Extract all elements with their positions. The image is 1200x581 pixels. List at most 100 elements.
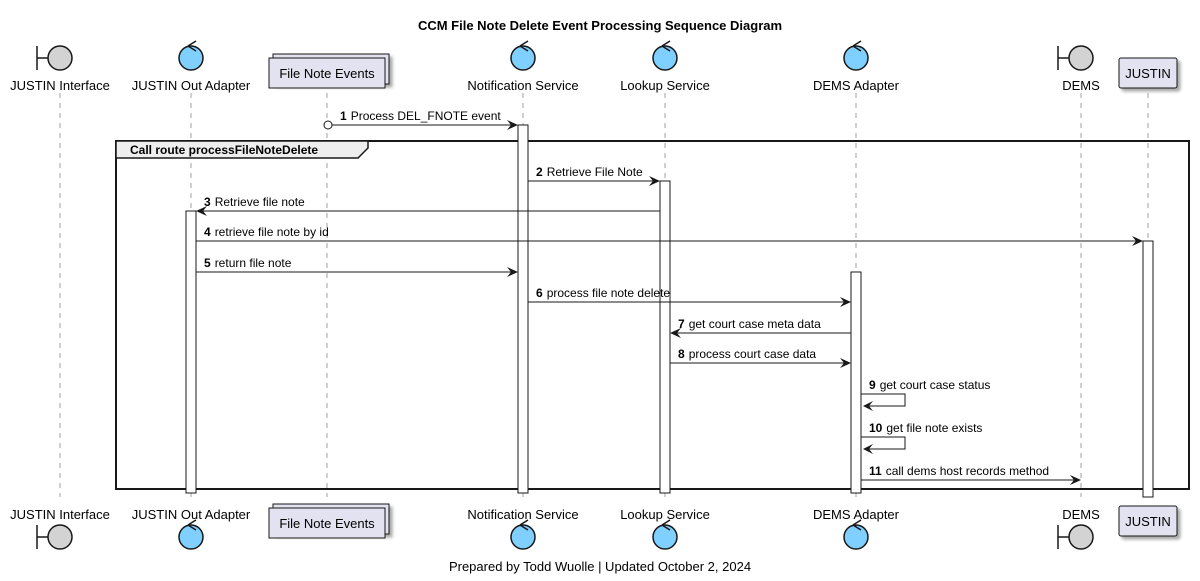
arrowhead: [649, 176, 660, 186]
participant-label: JUSTIN Out Adapter: [132, 78, 251, 93]
participant-lookup_service-top: Lookup Service: [620, 40, 710, 93]
participant-dems_adapter-top: DEMS Adapter: [813, 40, 900, 93]
found-message-circle: [323, 120, 333, 130]
group-frame: Call route processFileNoteDelete: [115, 140, 1190, 490]
participants-top: JUSTIN Interface JUSTIN Out Adapter File N…: [10, 40, 1178, 93]
message-arrow: [861, 393, 906, 407]
participant-label: Lookup Service: [620, 78, 710, 93]
arrowhead: [507, 120, 518, 130]
activation-notification_service: [517, 124, 529, 494]
participant-justin_out_adapter-top: JUSTIN Out Adapter: [132, 40, 251, 93]
participant-label: JUSTIN Out Adapter: [132, 507, 251, 522]
control-arrow-icon: [852, 40, 862, 52]
control-arrow-icon: [187, 519, 197, 531]
boundary-icon: [1068, 524, 1094, 550]
participant-notification_service-bottom: Notification Service: [467, 507, 579, 550]
boundary-icon: [47, 45, 73, 71]
arrowhead: [863, 444, 873, 454]
diagram-title: CCM File Note Delete Event Processing Se…: [418, 18, 782, 33]
arrowhead: [1070, 475, 1081, 485]
arrowhead: [840, 297, 851, 307]
participant-label: DEMS: [1062, 507, 1100, 522]
arrowhead: [863, 401, 873, 411]
participant-dems-bottom: DEMS: [1057, 507, 1100, 550]
arrowhead: [1132, 236, 1143, 246]
participant-label: JUSTIN: [1125, 66, 1171, 81]
participant-label: DEMS: [1062, 78, 1100, 93]
control-icon: [178, 45, 204, 71]
control-arrow-icon: [519, 519, 529, 531]
participant-box: [1118, 57, 1178, 89]
control-icon: [843, 45, 869, 71]
participant-label: File Note Events: [279, 516, 375, 531]
arrowhead: [840, 358, 851, 368]
participant-justin_interface-bottom: JUSTIN Interface: [10, 507, 110, 550]
participant-lookup_service-bottom: Lookup Service: [620, 507, 710, 550]
participant-justin_out_adapter-bottom: JUSTIN Out Adapter: [132, 507, 251, 550]
participant-box: [1118, 505, 1178, 537]
participant-label: JUSTIN Interface: [10, 78, 110, 93]
control-arrow-icon: [187, 40, 197, 52]
group-frame-label: Call route processFileNoteDelete: [130, 143, 318, 157]
control-arrow-icon: [661, 519, 671, 531]
control-icon: [843, 524, 869, 550]
activation-bars: [185, 124, 1154, 498]
group-frame-tab: [115, 140, 369, 159]
activation-justin_out_adapter: [185, 210, 197, 494]
participant-justin-top: JUSTIN: [1118, 57, 1178, 89]
group-frame-border: [115, 140, 1190, 490]
control-arrow-icon: [519, 40, 529, 52]
participant-label: DEMS Adapter: [813, 507, 900, 522]
activation-justin: [1142, 240, 1154, 498]
activation-dems_adapter: [850, 271, 862, 494]
arrowhead: [196, 206, 207, 216]
collections-box: [268, 507, 386, 539]
participant-dems_adapter-bottom: DEMS Adapter: [813, 507, 900, 550]
participant-file_note_events-bottom: File Note Events: [268, 503, 390, 539]
activation-lookup_service: [659, 180, 671, 494]
participant-dems-top: DEMS: [1057, 45, 1100, 93]
participant-label: Notification Service: [467, 78, 578, 93]
participant-file_note_events-top: File Note Events: [268, 53, 390, 89]
control-arrow-icon: [661, 40, 671, 52]
participant-label: Lookup Service: [620, 507, 710, 522]
participant-label: JUSTIN Interface: [10, 507, 110, 522]
participant-notification_service-top: Notification Service: [467, 40, 579, 93]
participant-label: JUSTIN: [1125, 514, 1171, 529]
control-arrow-icon: [852, 519, 862, 531]
participant-label: DEMS Adapter: [813, 78, 900, 93]
arrowhead: [670, 328, 681, 338]
participant-label: Notification Service: [467, 507, 578, 522]
boundary-icon: [1068, 45, 1094, 71]
control-icon: [652, 45, 678, 71]
control-icon: [178, 524, 204, 550]
arrowhead: [507, 267, 518, 277]
participant-justin_interface-top: JUSTIN Interface: [10, 45, 110, 93]
participant-label: File Note Events: [279, 66, 375, 81]
control-icon: [510, 45, 536, 71]
